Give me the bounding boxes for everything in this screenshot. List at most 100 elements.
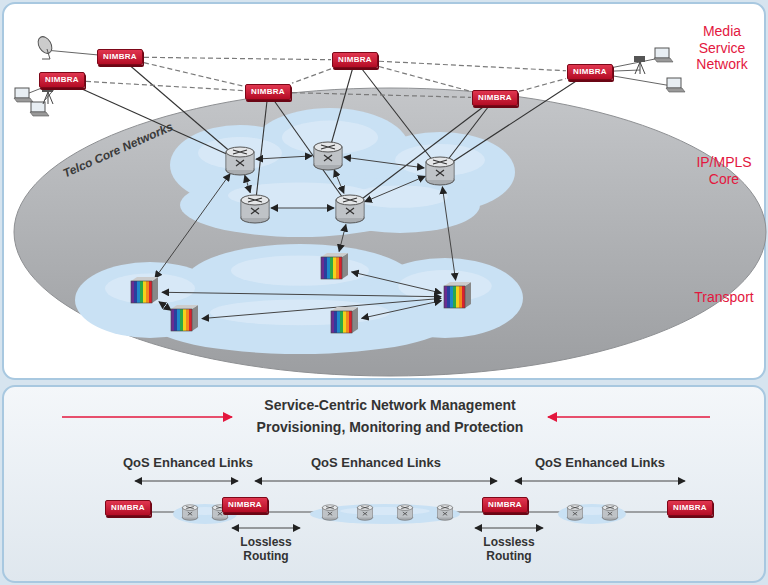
nimbra-switch: NIMBRA: [39, 72, 85, 88]
wdm-wavelength: [321, 257, 324, 279]
cloud-highlight: [228, 183, 372, 209]
laptop-screen: [15, 88, 29, 98]
router-arrows: [606, 507, 614, 516]
cloud-highlight: [282, 121, 378, 155]
title-arrow: [548, 416, 710, 418]
routing-label: Lossless Routing: [231, 535, 301, 564]
router-symbol: [437, 505, 452, 520]
wdm-transport-symbol: [331, 307, 358, 333]
transport-link: [159, 302, 171, 311]
node-label: NIMBRA: [111, 504, 145, 512]
wdm-top: [321, 253, 348, 257]
cloud-lobe: [150, 290, 450, 354]
wdm-frame: [444, 286, 465, 308]
access-link: [268, 92, 350, 208]
wdm-wavelength: [174, 309, 177, 331]
router-symbol: [336, 195, 364, 223]
core-link: [365, 176, 426, 202]
router-arrows: [326, 507, 334, 516]
router-arrows: [233, 150, 247, 166]
core-link: [271, 208, 334, 209]
layer-link: [442, 187, 455, 280]
dish: [35, 34, 54, 56]
laptop-base: [666, 88, 685, 92]
wdm-side: [192, 305, 198, 331]
wdm-transport-symbol: [131, 277, 158, 303]
wdm-top: [331, 307, 358, 311]
wdm-wavelength: [333, 257, 336, 279]
wdm-wavelength: [450, 286, 453, 308]
router-symbol: [241, 195, 269, 223]
service-link: [519, 79, 566, 92]
panel-subtitle: Provisioning, Monitoring and Protection: [220, 419, 560, 436]
router-arrows: [401, 507, 409, 516]
laptop-screen: [667, 78, 681, 88]
router-arrows: [441, 507, 449, 516]
nimbra-switch: NIMBRA: [667, 500, 713, 516]
wdm-side: [465, 282, 471, 308]
laptop-icon: [666, 78, 685, 92]
nimbra-switch: NIMBRA: [222, 497, 268, 513]
camera-icon: [634, 56, 645, 74]
wdm-wavelength: [189, 309, 192, 331]
node-label: NIMBRA: [103, 53, 137, 61]
core-link: [334, 170, 344, 193]
cloud-highlight: [210, 300, 390, 326]
node-label: NIMBRA: [673, 504, 707, 512]
wdm-wavelength: [462, 286, 465, 308]
wdm-wavelength: [334, 311, 337, 333]
routing-label: Lossless Routing: [474, 535, 544, 564]
wdm-transport-symbol: [444, 282, 471, 308]
wdm-frame: [321, 257, 342, 279]
wdm-wavelength: [331, 311, 334, 333]
router-symbol: [567, 505, 582, 520]
span-label: QoS Enhanced Links: [113, 455, 263, 471]
access-link: [62, 80, 240, 160]
span-arrow: [515, 481, 685, 482]
nimbra-switch: NIMBRA: [332, 52, 378, 68]
satellite-dish-icon: [35, 34, 54, 59]
node-label: NIMBRA: [45, 76, 79, 84]
span-arrow: [135, 481, 238, 482]
wdm-wavelength: [336, 257, 339, 279]
access-link: [440, 72, 590, 170]
router-symbol: [602, 505, 617, 520]
laptop-icon: [30, 102, 49, 116]
layer-link: [339, 224, 346, 251]
node-label: NIMBRA: [478, 94, 512, 102]
transport-link: [202, 298, 441, 318]
bottom-panel: [3, 386, 765, 582]
wdm-wavelength: [143, 281, 146, 303]
transport-link: [362, 301, 442, 319]
access-link: [255, 92, 268, 208]
transport-cloud: [75, 244, 523, 354]
router-symbol: [226, 147, 254, 175]
wdm-top: [131, 277, 158, 281]
wdm-wavelength: [324, 257, 327, 279]
layer-label: Transport: [684, 289, 764, 306]
service-link: [144, 63, 244, 87]
service-link: [379, 61, 566, 71]
wdm-side: [152, 277, 158, 303]
router-symbol: [322, 505, 337, 520]
wdm-wavelength: [180, 309, 183, 331]
layer-label: Media Service Network: [686, 23, 758, 73]
wdm-wavelength: [330, 257, 333, 279]
routing-arrow: [232, 528, 300, 529]
laptop-icon: [14, 88, 33, 102]
node-label: NIMBRA: [338, 56, 372, 64]
wdm-wavelength: [171, 309, 174, 331]
laptop-base: [14, 98, 33, 102]
router-arrows: [571, 507, 579, 516]
wdm-wavelength: [177, 309, 180, 331]
region-label: Telco Core Networks: [42, 111, 194, 189]
wdm-side: [352, 307, 358, 333]
wdm-wavelength: [140, 281, 143, 303]
wdm-frame: [171, 309, 192, 331]
node-label: NIMBRA: [573, 68, 607, 76]
span-label: QoS Enhanced Links: [525, 455, 675, 471]
